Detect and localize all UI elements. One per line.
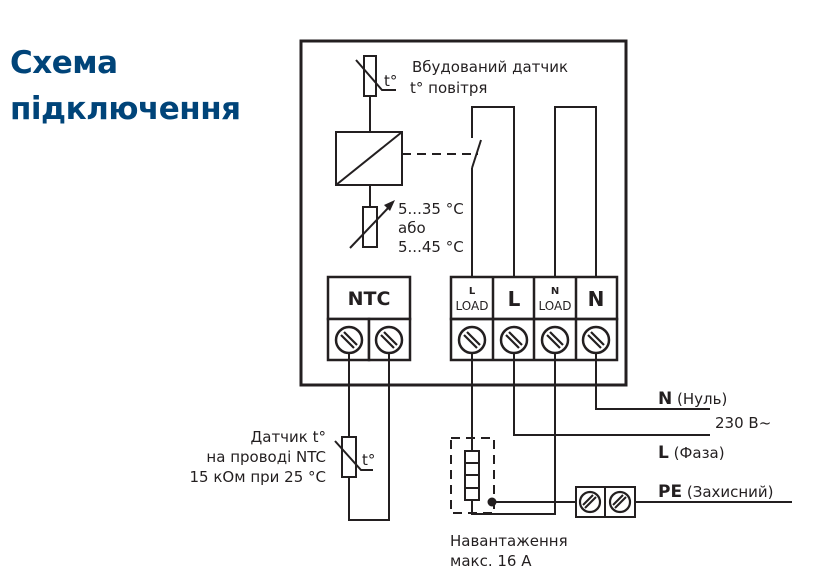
mains-n-bold: N [658, 389, 672, 409]
title-line-1: Схема [10, 45, 118, 81]
ntc-sensor-label-line3: 15 кОм при 25 °C [190, 468, 326, 486]
terminal-label-n-load-top: N [551, 286, 559, 297]
mains-pe-bold: PE [658, 482, 682, 502]
power-terminal-block [449, 275, 619, 362]
ntc-sensor-label-line1: Датчик t° [251, 428, 326, 446]
load-heater-icon [450, 437, 497, 514]
screw-icon [457, 325, 487, 355]
mains-l-bold: L [658, 443, 669, 463]
thermostat-housing [299, 39, 628, 387]
range-label-line2: або [398, 219, 426, 237]
builtin-air-sensor-icon [355, 55, 396, 132]
screw-icon [374, 325, 404, 355]
screw-icon [499, 325, 529, 355]
terminal-label-n: N [588, 287, 605, 311]
range-label-line1: 5...35 °C [398, 200, 464, 218]
pe-terminal-block [575, 486, 636, 518]
builtin-sensor-t-symbol: t° [384, 72, 397, 90]
controller-block-icon [335, 131, 403, 186]
mains-l-label: L (Фаза) [658, 443, 725, 463]
mains-l-rest: (Фаза) [669, 444, 725, 462]
terminal-label-l-load-bottom: LOAD [456, 299, 489, 313]
mains-n-rest: (Нуль) [672, 390, 727, 408]
diagram-title: Схема підключення [10, 40, 241, 132]
builtin-sensor-label-line2: t° повітря [410, 79, 487, 97]
terminal-label-l-load-top: L [469, 286, 476, 297]
mains-pe-label: PE (Захисний) [658, 482, 774, 502]
external-wiring [471, 353, 792, 515]
terminal-label-ntc: NTC [348, 288, 391, 310]
title-line-2: підключення [10, 91, 241, 127]
mains-n-label: N (Нуль) [658, 389, 727, 409]
mains-voltage-label: 230 В~ [715, 414, 771, 432]
setpoint-potentiometer-icon [349, 185, 395, 249]
load-label-line2: макс. 16 А [450, 552, 532, 570]
load-label-line1: Навантаження [450, 532, 568, 550]
builtin-sensor-label-line1: Вбудований датчик [412, 58, 568, 76]
ntc-sensor-label-line2: на проводі NTC [206, 448, 326, 466]
terminal-label-n-load-bottom: LOAD [539, 299, 572, 313]
screw-icon [581, 325, 611, 355]
relay-contact-icon [471, 106, 597, 276]
range-label-line3: 5...45 °C [398, 238, 464, 256]
terminal-label-l: L [508, 287, 521, 311]
ntc-sensor-t-symbol: t° [362, 451, 375, 469]
screw-icon [578, 490, 602, 514]
screw-icon [608, 490, 632, 514]
mains-pe-rest: (Захисний) [682, 483, 773, 501]
ntc-sensor-icon [334, 436, 373, 478]
screw-icon [540, 325, 570, 355]
screw-icon [334, 325, 364, 355]
